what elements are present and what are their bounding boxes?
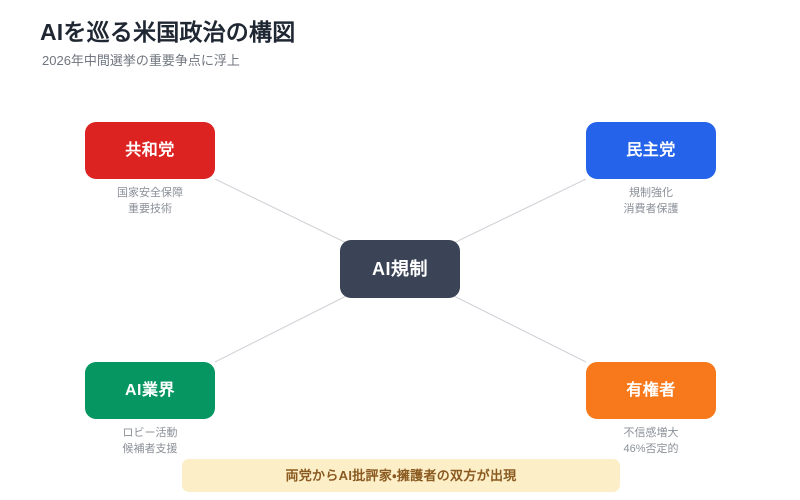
node-ai-industry-label: AI業界 bbox=[124, 381, 175, 399]
node-ai-regulation-center[interactable]: AI規制 bbox=[340, 240, 460, 298]
caption-ai-industry-line-2: 候補者支援 bbox=[122, 442, 178, 455]
caption-democrat-line-2: 消費者保護 bbox=[623, 202, 679, 215]
node-voters[interactable]: 有権者 bbox=[586, 362, 716, 419]
node-voters-label: 有権者 bbox=[626, 381, 676, 399]
node-democrat-label: 民主党 bbox=[626, 141, 676, 159]
page-title: AIを巡る米国政治の構図 bbox=[40, 19, 296, 45]
node-republican[interactable]: 共和党 bbox=[85, 122, 215, 179]
caption-democrat-line-1: 規制強化 bbox=[629, 187, 673, 199]
caption-republican-line-1: 国家安全保障 bbox=[117, 187, 183, 199]
node-democrat[interactable]: 民主党 bbox=[586, 122, 716, 179]
footer-banner: 両党からAI批評家・擁護者の双方が出現 bbox=[182, 459, 620, 492]
page-subtitle: 2026年中間選挙の重要争点に浮上 bbox=[42, 52, 240, 68]
caption-republican-line-2: 重要技術 bbox=[128, 202, 172, 215]
caption-ai-industry-line-1: ロビー活動 bbox=[122, 427, 178, 439]
footer-banner-text: 両党からAI批評家・擁護者の双方が出現 bbox=[285, 468, 517, 483]
node-center-label: AI規制 bbox=[372, 259, 428, 279]
caption-democrat: 規制強化 消費者保護 bbox=[571, 186, 731, 218]
node-republican-label: 共和党 bbox=[125, 141, 175, 159]
caption-ai-industry: ロビー活動 候補者支援 bbox=[70, 426, 230, 458]
caption-voters: 不信感増大 46%否定的 bbox=[571, 426, 731, 458]
caption-voters-line-1: 不信感増大 bbox=[623, 427, 679, 439]
caption-voters-line-2: 46%否定的 bbox=[623, 442, 679, 455]
caption-republican: 国家安全保障 重要技術 bbox=[70, 186, 230, 218]
header: AIを巡る米国政治の構図 2026年中間選挙の重要争点に浮上 bbox=[40, 18, 740, 70]
node-ai-industry[interactable]: AI業界 bbox=[85, 362, 215, 419]
